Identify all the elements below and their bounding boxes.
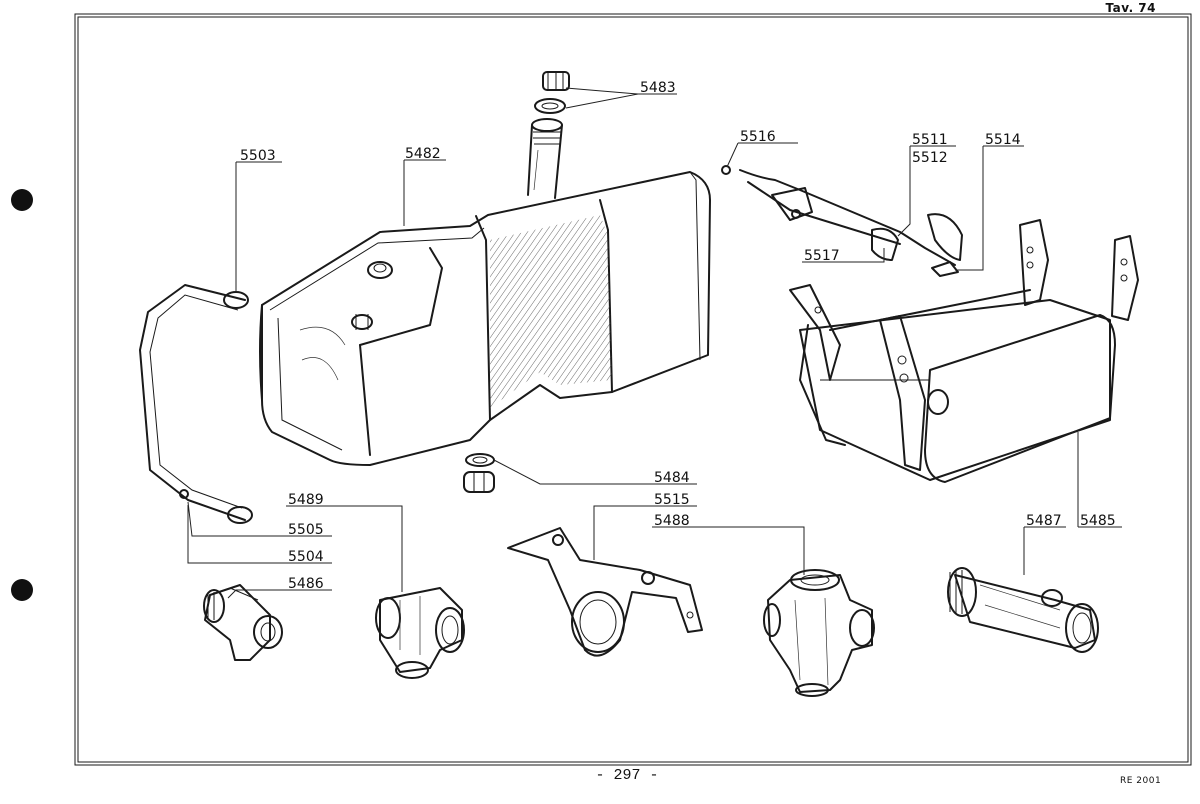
binder-hole-bottom [11, 579, 33, 601]
label-5484: 5484 [654, 470, 690, 486]
label-5517: 5517 [804, 248, 840, 264]
fuel-tank-5482 [259, 171, 711, 466]
binder-hole-top [11, 189, 33, 211]
label-5516: 5516 [740, 129, 776, 145]
drain-plug-5484 [463, 453, 495, 493]
label-5485: 5485 [1080, 513, 1116, 529]
radiator-cradle-5485 [789, 219, 1139, 483]
valve-body-5488 [763, 569, 875, 697]
label-5512: 5512 [912, 150, 948, 166]
elbow-fitting-5486 [203, 584, 283, 661]
label-5487: 5487 [1026, 513, 1062, 529]
plate-number: Tav. 74 [1105, 1, 1156, 15]
label-5515: 5515 [654, 492, 690, 508]
label-5489: 5489 [288, 492, 324, 508]
label-5503: 5503 [240, 148, 276, 164]
label-5483: 5483 [640, 80, 676, 96]
tank-strap-5503 [139, 284, 253, 524]
label-5504: 5504 [288, 549, 324, 565]
clamp-bracket-5515 [507, 527, 703, 657]
leader-lines [187, 87, 1122, 599]
label-5488: 5488 [654, 513, 690, 529]
page-number: - 297 - [595, 767, 659, 784]
label-5514: 5514 [985, 132, 1021, 148]
filler-plug-5483 [534, 71, 570, 114]
label-5511: 5511 [912, 132, 948, 148]
union-pipe-5487 [947, 567, 1099, 653]
label-5505: 5505 [288, 522, 324, 538]
bracket-assembly-5511 [721, 165, 963, 277]
filler-neck [527, 118, 563, 199]
label-5486: 5486 [288, 576, 324, 592]
reference-code: RE 2001 [1120, 776, 1162, 786]
label-5482: 5482 [405, 146, 441, 162]
tee-fitting-5489 [375, 587, 465, 679]
part-labels: 5483 5482 5503 5516 5511 5512 5514 5517 … [240, 80, 1116, 592]
drawing-frame [74, 13, 1192, 766]
